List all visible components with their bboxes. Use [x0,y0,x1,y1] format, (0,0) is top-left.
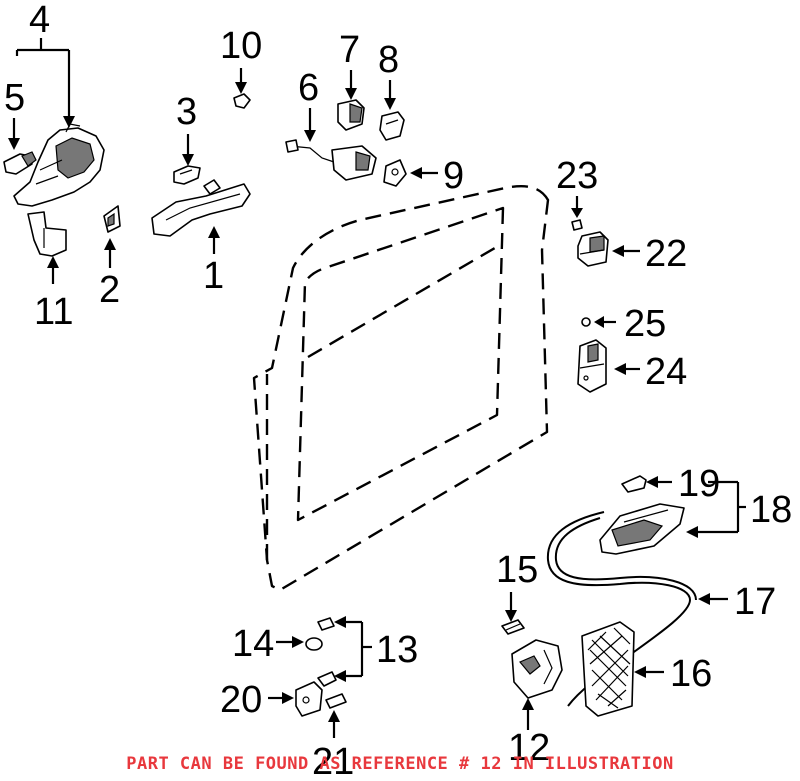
callout-4: 4 [29,0,50,41]
upper-hinge [577,231,609,267]
cap-7 [337,99,365,131]
callout-18: 18 [750,489,792,531]
handle-gasket [173,165,201,185]
outside-door-handle [151,179,251,237]
pin-21 [325,693,347,709]
callout-17: 17 [734,581,776,623]
callout-9: 9 [443,155,464,197]
callout-23: 23 [556,155,598,197]
callout-12: 12 [508,727,550,769]
door-latch [511,639,563,699]
check-strap-bracket [295,671,337,717]
callout-11: 11 [34,291,73,333]
callout-25: 25 [624,303,666,345]
reference-note: PART CAN BE FOUND AS REFERENCE # 12 IN I… [126,754,674,774]
cap-8 [379,111,405,141]
callout-16: 16 [670,653,712,695]
door-outline [252,185,550,592]
hinge-bolt-upper [571,219,583,231]
lock-cylinder-rod [285,139,377,181]
callout-15: 15 [496,549,538,591]
callout-1: 1 [203,255,224,297]
lock-cylinder [3,151,37,175]
latch-cover-16 [581,621,635,717]
small-bracket [103,205,121,233]
inside-handle-clip [621,475,647,493]
callout-14: 14 [232,623,274,665]
clip-15 [501,619,525,635]
callout-6: 6 [298,67,319,109]
callout-20: 20 [220,679,262,721]
callout-4-5 [8,38,75,150]
callout-10: 10 [220,25,262,67]
callout-13 [334,616,372,682]
bushing-14 [305,617,335,651]
callout-21: 21 [312,741,354,781]
callout-8: 8 [378,39,399,81]
callout-22: 22 [645,233,687,275]
callout-19: 19 [678,463,720,505]
lower-hinge [577,339,607,393]
clip-9 [383,159,407,187]
callout-3: 3 [176,91,197,133]
callout-2: 2 [99,269,120,311]
callout-5: 5 [4,77,25,119]
callout-18-19 [686,480,746,538]
hinge-bolt-lower [581,317,591,327]
callout-13: 13 [376,629,418,671]
door-lock-mechanism [13,123,105,207]
inside-door-handle [599,503,685,555]
plug-10 [233,93,251,109]
callout-24: 24 [645,351,687,393]
lock-cover [27,211,67,257]
callout-7: 7 [339,29,360,71]
